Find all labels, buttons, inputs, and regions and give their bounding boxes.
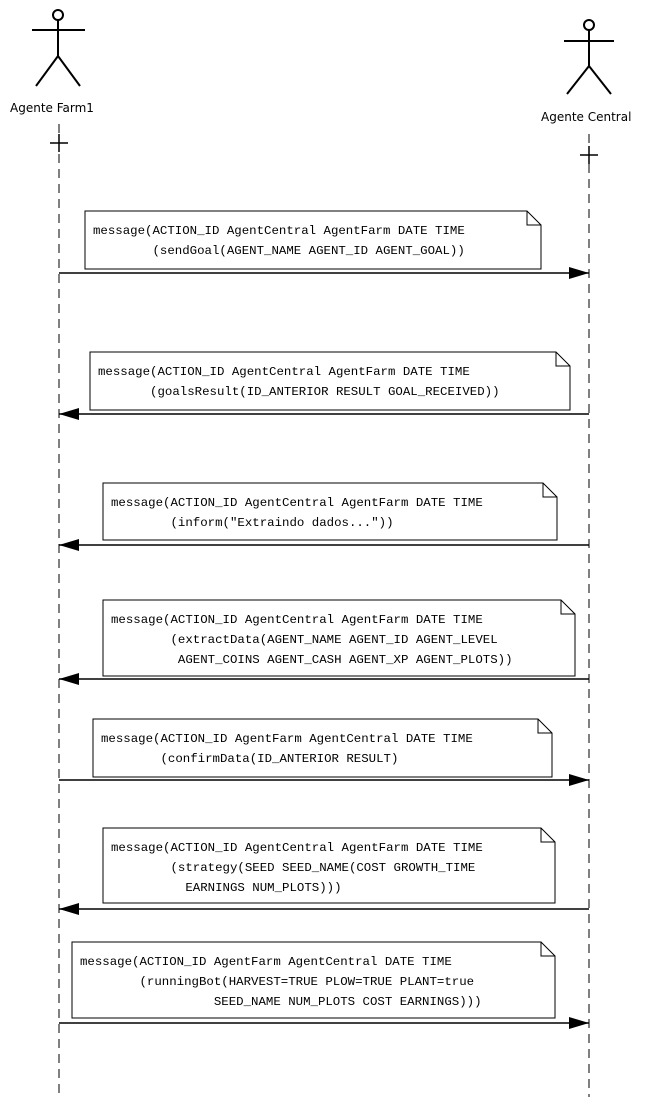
actor-central-figure: [564, 19, 614, 95]
actor-farm1-figure: [32, 9, 85, 87]
message-line: (extractData(AGENT_NAME AGENT_ID AGENT_L…: [111, 633, 498, 647]
message-line: (goalsResult(ID_ANTERIOR RESULT GOAL_REC…: [98, 385, 500, 399]
message-note-box: [102, 482, 558, 541]
message-line: SEED_NAME NUM_PLOTS COST EARNINGS))): [80, 995, 482, 1009]
message-line: message(ACTION_ID AgentCentral AgentFarm…: [111, 841, 483, 855]
message-line: message(ACTION_ID AgentCentral AgentFarm…: [98, 365, 470, 379]
message-note-box: [84, 210, 542, 270]
message-note-text: message(ACTION_ID AgentCentral AgentFarm…: [111, 838, 483, 898]
message-note-box: [71, 941, 556, 1019]
message-line: message(ACTION_ID AgentCentral AgentFarm…: [93, 224, 465, 238]
message-arrow-head: [59, 903, 79, 915]
message-line: (sendGoal(AGENT_NAME AGENT_ID AGENT_GOAL…: [93, 244, 465, 258]
message-note-box: [92, 718, 553, 778]
message-arrow-head: [569, 1017, 589, 1029]
message-note-text: message(ACTION_ID AgentCentral AgentFarm…: [111, 493, 483, 533]
note-fold-corner: [526, 211, 541, 226]
message-line: EARNINGS NUM_PLOTS))): [111, 881, 342, 895]
note-fold-corner: [540, 942, 555, 957]
note-fold-corner: [537, 719, 552, 734]
message-line: AGENT_COINS AGENT_CASH AGENT_XP AGENT_PL…: [111, 653, 513, 667]
lifeline-farm1-cross: [50, 134, 68, 152]
message-note-text: message(ACTION_ID AgentCentral AgentFarm…: [98, 362, 500, 402]
message-line: message(ACTION_ID AgentFarm AgentCentral…: [80, 955, 452, 969]
message-arrow-head: [59, 408, 79, 420]
message-line: message(ACTION_ID AgentFarm AgentCentral…: [101, 732, 473, 746]
message-arrow-head: [569, 267, 589, 279]
message-line: message(ACTION_ID AgentCentral AgentFarm…: [111, 496, 483, 510]
note-fold-corner: [542, 483, 557, 498]
message-line: (confirmData(ID_ANTERIOR RESULT): [101, 752, 399, 766]
note-fold-corner: [540, 828, 555, 843]
message-note-text: message(ACTION_ID AgentCentral AgentFarm…: [93, 221, 465, 261]
note-fold-corner: [555, 352, 570, 367]
message-line: (strategy(SEED SEED_NAME(COST GROWTH_TIM…: [111, 861, 476, 875]
message-note-text: message(ACTION_ID AgentFarm AgentCentral…: [80, 952, 482, 1012]
note-fold-corner: [560, 600, 575, 615]
message-line: message(ACTION_ID AgentCentral AgentFarm…: [111, 613, 483, 627]
message-note-box: [89, 351, 571, 411]
message-line: (inform("Extraindo dados...")): [111, 516, 394, 530]
message-note-box: [102, 827, 556, 904]
message-arrow-head: [59, 539, 79, 551]
message-note-box: [102, 599, 576, 677]
actor-label-central: Agente Central: [541, 110, 632, 124]
message-note-text: message(ACTION_ID AgentFarm AgentCentral…: [101, 729, 473, 769]
message-note-text: message(ACTION_ID AgentCentral AgentFarm…: [111, 610, 513, 670]
message-arrow-head: [59, 673, 79, 685]
lifeline-central-cross: [580, 146, 598, 164]
message-line: (runningBot(HARVEST=TRUE PLOW=TRUE PLANT…: [80, 975, 475, 989]
message-arrow-head: [569, 774, 589, 786]
actor-label-farm1: Agente Farm1: [10, 101, 94, 115]
